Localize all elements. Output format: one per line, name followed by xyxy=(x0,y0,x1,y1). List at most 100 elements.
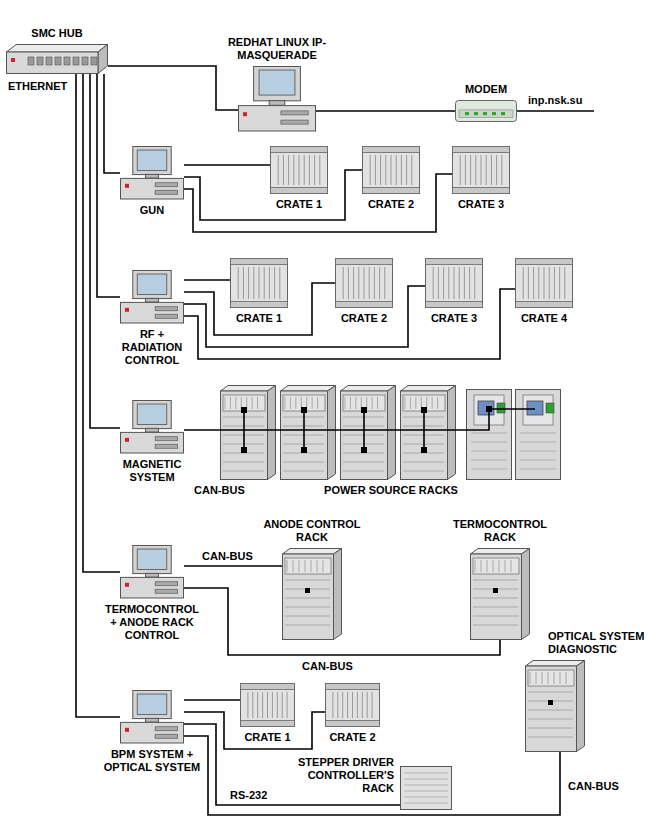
crate-band xyxy=(363,147,420,153)
crate-slot xyxy=(379,267,380,299)
crate-icon xyxy=(515,258,573,308)
device-label: CRATE 1 xyxy=(233,731,303,744)
rack-slot xyxy=(499,560,500,572)
crate-slot xyxy=(448,267,449,299)
crate-slot xyxy=(538,267,539,299)
computer-case xyxy=(121,178,184,199)
crate-band xyxy=(326,684,380,690)
crate-icon xyxy=(335,258,393,308)
crate-slot xyxy=(337,692,338,718)
crate-slot xyxy=(443,267,444,299)
crate-slot xyxy=(347,692,348,718)
cable-connector xyxy=(184,279,230,281)
node-caption: TERMOCONTROL + ANODE RACK CONTROL xyxy=(102,603,202,642)
crate-slot xyxy=(358,267,359,299)
drive-slot xyxy=(155,582,177,586)
device-label: CRATE 2 xyxy=(356,198,426,211)
crate-slot xyxy=(406,155,407,185)
crate-slot xyxy=(304,155,305,185)
crate-node: CRATE 2 xyxy=(362,146,420,194)
crate-slot xyxy=(559,267,560,299)
node-caption: REDHAT LINUX IP-MASQUERADE xyxy=(217,36,337,62)
rack-slot xyxy=(410,397,411,409)
node-caption: CRATE 1 xyxy=(224,312,294,325)
hub-port xyxy=(37,57,43,65)
node-caption: POWER SOURCE RACKS xyxy=(291,484,491,497)
crate-body xyxy=(426,259,483,308)
cable-connector xyxy=(184,565,282,567)
hub-port xyxy=(28,57,34,65)
rack-node: TERMOCONTROL RACK xyxy=(470,548,530,640)
device-label: GUN xyxy=(122,204,182,217)
crate-band xyxy=(336,259,393,265)
rack-slot xyxy=(493,560,494,572)
hub-port xyxy=(55,57,61,65)
rack-slot xyxy=(225,397,226,409)
monitor-case xyxy=(133,691,171,719)
monitor-stand xyxy=(269,101,285,106)
crate-slot xyxy=(380,155,381,185)
device-label: CRATE 1 xyxy=(264,198,334,211)
node-caption: CRATE 2 xyxy=(329,312,399,325)
monitor-stand xyxy=(146,718,159,722)
crate-slot xyxy=(309,155,310,185)
crate-slot xyxy=(264,267,265,299)
bus-terminal xyxy=(421,447,427,453)
rack-slot xyxy=(511,560,512,572)
rack-slot xyxy=(536,672,537,684)
control-cabinet xyxy=(516,390,561,480)
device-label: MAGNETIC SYSTEM xyxy=(114,458,190,484)
crate-slot xyxy=(279,267,280,299)
node-caption: MODEM xyxy=(456,83,516,96)
bus-label: RS-232 xyxy=(228,789,269,802)
bus-label: CAN-BUS xyxy=(200,550,255,563)
cable-connector xyxy=(184,164,270,166)
crate-slot xyxy=(367,692,368,718)
cable-connector xyxy=(184,699,240,701)
hub-node: SMC HUB xyxy=(6,44,108,74)
crate-band xyxy=(271,188,328,194)
stepper-icon xyxy=(400,766,452,810)
crate-body xyxy=(271,147,328,194)
crate-slot xyxy=(496,155,497,185)
monitor-screen xyxy=(137,150,166,171)
rack-slot xyxy=(257,397,258,409)
power-led xyxy=(125,583,129,587)
crate-slot xyxy=(247,692,248,718)
crate-band xyxy=(453,147,510,153)
rack-slot xyxy=(437,397,438,409)
rack-panel-line xyxy=(473,598,518,599)
rack-slot xyxy=(290,397,291,409)
monitor-stand xyxy=(146,174,159,178)
node-caption: STEPPER DRIVER CONTROLLER'S RACK xyxy=(290,756,394,795)
crate-node: CRATE 1 xyxy=(240,683,295,727)
computer-icon xyxy=(120,545,184,599)
crate-band xyxy=(516,302,573,308)
device-label: CRATE 3 xyxy=(446,198,516,211)
rack-side xyxy=(522,549,530,640)
crate-body xyxy=(516,259,573,308)
stepper-node: STEPPER DRIVER CONTROLLER'S RACK xyxy=(400,766,452,810)
node-caption: BPM SYSTEM + OPTICAL SYSTEM xyxy=(100,748,204,774)
drive-slot xyxy=(281,120,308,124)
crate-slot xyxy=(287,692,288,718)
cable-connector xyxy=(90,74,120,428)
crate-slot xyxy=(396,155,397,185)
power-node: POWER SOURCE RACKS xyxy=(220,385,562,480)
crate-slot xyxy=(554,267,555,299)
cabinet-line xyxy=(471,433,507,434)
monitor-screen xyxy=(137,694,166,715)
rack-panel-line xyxy=(343,471,384,472)
modem-icon xyxy=(455,100,517,122)
crate-icon xyxy=(240,683,295,727)
crate-slot xyxy=(252,692,253,718)
stepper-panel-line xyxy=(404,779,448,780)
rack-panel-line xyxy=(473,580,518,581)
crate-node: CRATE 3 xyxy=(452,146,510,194)
crate-slot xyxy=(272,692,273,718)
bus-terminal xyxy=(493,588,498,593)
modem-led xyxy=(492,112,496,115)
crate-slot xyxy=(438,267,439,299)
rack-unit xyxy=(473,558,519,574)
